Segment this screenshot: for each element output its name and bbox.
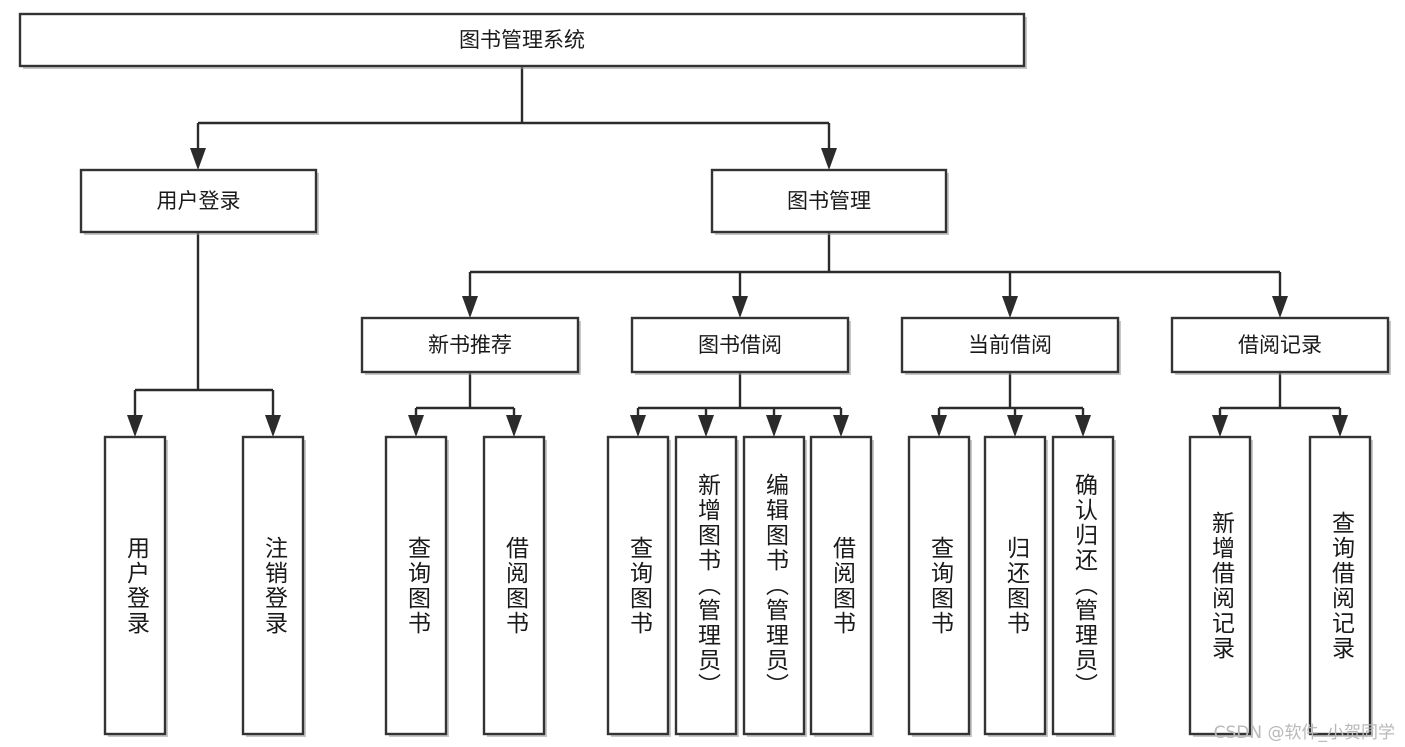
node-leaf-return-book[interactable] xyxy=(983,435,1047,736)
node-leaf-query-book-1[interactable] xyxy=(384,435,448,736)
node-leaf-query-record[interactable] xyxy=(1308,435,1372,736)
node-current-borrow-label: 当前借阅 xyxy=(968,333,1052,357)
node-leaf-query-book-3[interactable] xyxy=(907,435,971,736)
node-book-borrow-label: 图书借阅 xyxy=(698,333,782,357)
edge-arrowhead xyxy=(1007,415,1023,437)
node-leaf-edit-book[interactable] xyxy=(742,435,806,736)
node-user-login[interactable] xyxy=(79,168,318,234)
edge-arrowhead xyxy=(1002,296,1018,318)
node-leaf-borrow-book-1[interactable] xyxy=(482,435,546,736)
edge-arrowhead xyxy=(506,415,522,437)
edge-arrowhead xyxy=(698,415,714,437)
edge-arrowhead xyxy=(190,148,206,170)
edge-arrowhead xyxy=(408,415,424,437)
node-leaf-query-book-2[interactable] xyxy=(606,435,670,736)
node-book-manage-label: 图书管理 xyxy=(787,189,871,213)
node-leaf-user-logout[interactable] xyxy=(241,435,305,736)
node-root[interactable] xyxy=(18,12,1026,68)
node-book-borrow[interactable] xyxy=(630,316,850,374)
node-borrow-record[interactable] xyxy=(1170,316,1390,374)
node-leaf-user-login[interactable] xyxy=(103,435,167,736)
boxes-layer xyxy=(18,12,1391,737)
edge-arrowhead xyxy=(821,148,837,170)
node-leaf-borrow-book-2[interactable] xyxy=(809,435,873,736)
edge-arrowhead xyxy=(931,415,947,437)
edge-arrowhead xyxy=(1272,296,1288,318)
node-borrow-record-label: 借阅记录 xyxy=(1238,333,1322,357)
node-leaf-add-record[interactable] xyxy=(1188,435,1252,736)
edge-arrowhead xyxy=(766,415,782,437)
node-current-borrow[interactable] xyxy=(900,316,1120,374)
node-new-book-recommend[interactable] xyxy=(360,316,580,374)
edge-arrowhead xyxy=(265,415,281,437)
edge-arrowhead xyxy=(732,296,748,318)
edge-arrowhead xyxy=(127,415,143,437)
edge-arrowhead xyxy=(1075,415,1091,437)
node-book-manage[interactable] xyxy=(710,168,948,234)
edge-arrowhead xyxy=(1212,415,1228,437)
edge-arrowhead xyxy=(1332,415,1348,437)
watermark: CSDN @软件_小贺同学 xyxy=(1213,723,1395,743)
node-user-login-label: 用户登录 xyxy=(157,189,241,213)
node-new-book-recommend-label: 新书推荐 xyxy=(428,333,512,357)
node-leaf-add-book[interactable] xyxy=(674,435,738,736)
edges-layer xyxy=(127,66,1348,437)
edge-arrowhead xyxy=(833,415,849,437)
node-leaf-confirm-return[interactable] xyxy=(1051,435,1115,736)
edge-arrowhead xyxy=(462,296,478,318)
edge-arrowhead xyxy=(630,415,646,437)
node-root-label: 图书管理系统 xyxy=(459,28,585,52)
